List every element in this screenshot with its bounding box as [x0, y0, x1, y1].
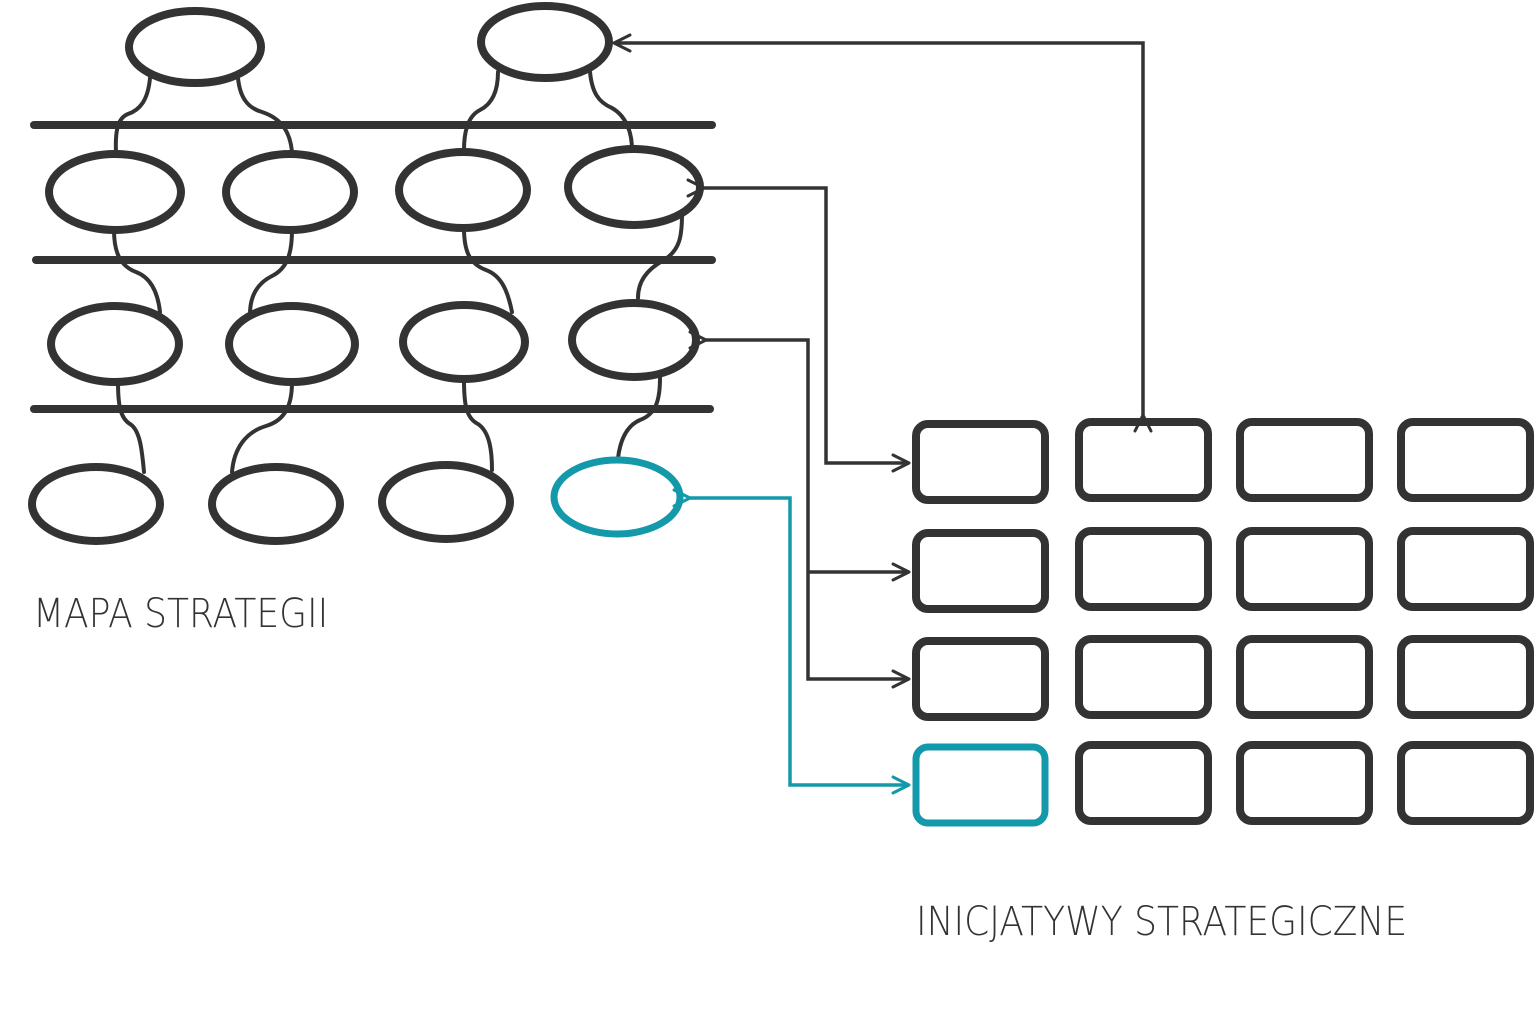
objective-ellipse-r3-c2 — [225, 302, 359, 386]
initiative-box-r2-c2 — [1075, 527, 1212, 611]
initiative-box-r3-c2 — [1075, 635, 1212, 719]
objective-ellipse-r2-c3 — [395, 148, 531, 232]
objective-ellipse-r4-c2 — [208, 463, 344, 545]
objective-ellipse-r2-c2 — [222, 150, 358, 234]
initiative-box-r1-c3 — [1236, 418, 1373, 502]
initiative-box-r2-c4 — [1397, 527, 1534, 611]
connector — [588, 70, 634, 152]
objective-ellipse-r4-c1 — [28, 463, 164, 545]
link-arrow-highlighted — [672, 488, 911, 795]
connector — [116, 380, 146, 474]
initiative-box-r1-c1 — [912, 420, 1049, 504]
link-arrows — [612, 33, 1153, 689]
connector — [113, 76, 152, 154]
objective-ellipse-r2-c4 — [564, 145, 704, 229]
objective-ellipse-r2-c1 — [45, 150, 185, 234]
initiative-box-r4-c3 — [1236, 741, 1373, 825]
link-arrow-row3 — [688, 330, 911, 689]
initiative-box-r3-c1 — [912, 637, 1049, 721]
connector — [616, 376, 662, 460]
connector — [236, 76, 294, 154]
initiative-box-r4-c2 — [1075, 741, 1212, 825]
initiative-box-highlighted — [912, 743, 1049, 827]
objective-ellipse-r4-c3 — [378, 461, 514, 543]
initiative-box-r3-c4 — [1397, 635, 1534, 719]
initiatives-label: INICJATYWY STRATEGICZNE — [916, 899, 1408, 945]
initiative-box-r1-c4 — [1397, 418, 1534, 502]
objective-ellipse-highlighted — [550, 456, 684, 538]
connector — [462, 226, 514, 314]
initiative-box-r3-c3 — [1236, 635, 1373, 719]
objective-ellipse-r3-c3 — [399, 301, 529, 383]
initiative-box-r2-c1 — [912, 529, 1049, 613]
link-arrow-top — [612, 33, 1153, 433]
objective-ellipse-r3-c4 — [568, 299, 700, 381]
connector — [462, 70, 500, 152]
initiative-box-r1-c2 — [1075, 418, 1212, 502]
connector — [248, 228, 294, 316]
initiative-box-r4-c4 — [1397, 741, 1534, 825]
objective-ellipse-r1-c2 — [477, 2, 613, 82]
connector — [462, 378, 494, 472]
perspective-dividers — [30, 121, 716, 413]
objective-ellipse-r3-c1 — [47, 302, 183, 386]
connector — [230, 380, 294, 474]
objective-ellipse-r1-c1 — [125, 7, 265, 87]
initiatives-grid — [912, 418, 1534, 825]
connector — [112, 228, 162, 314]
strategy-map-label: MAPA STRATEGII — [33, 591, 329, 637]
initiative-box-r2-c3 — [1236, 527, 1373, 611]
